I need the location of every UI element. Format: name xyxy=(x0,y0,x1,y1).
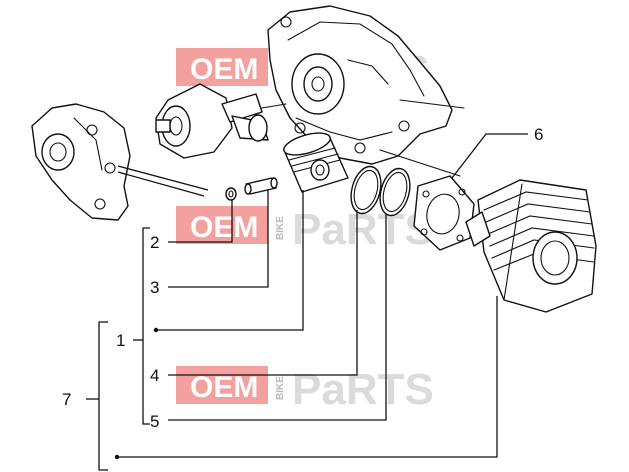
callout-6: 6 xyxy=(534,125,543,144)
piston xyxy=(283,132,349,193)
callout-2: 2 xyxy=(150,233,159,252)
piston-pin-circlip xyxy=(225,187,237,201)
watermark-bike: BIKE xyxy=(275,376,286,400)
transmission-housing xyxy=(31,103,209,221)
watermark-box xyxy=(176,48,268,86)
cylinder xyxy=(465,179,597,313)
callout-3: 3 xyxy=(150,278,159,297)
watermark-box xyxy=(176,206,268,244)
piston-pin xyxy=(244,177,278,195)
callout-7: 7 xyxy=(62,390,71,409)
callout-1: 1 xyxy=(116,331,125,350)
callout-5: 5 xyxy=(150,412,159,431)
watermark-oem: OEM xyxy=(190,371,258,404)
crankcase-half xyxy=(267,5,465,177)
piston-ring-lower xyxy=(379,167,411,217)
cylinder-base-gasket xyxy=(413,175,475,251)
watermark-bike: BIKE xyxy=(275,216,286,240)
watermark-bottom: OEM BIKE PaRTS xyxy=(176,365,434,414)
leader-lines xyxy=(86,133,528,471)
watermark-oem: OEM xyxy=(190,211,258,244)
watermark-oem: OEM xyxy=(190,53,258,86)
crankshaft xyxy=(155,83,287,159)
callout-4: 4 xyxy=(150,366,159,385)
piston-ring-upper xyxy=(350,165,382,215)
watermark-parts: PaRTS xyxy=(292,365,434,414)
watermark-box xyxy=(176,366,268,404)
